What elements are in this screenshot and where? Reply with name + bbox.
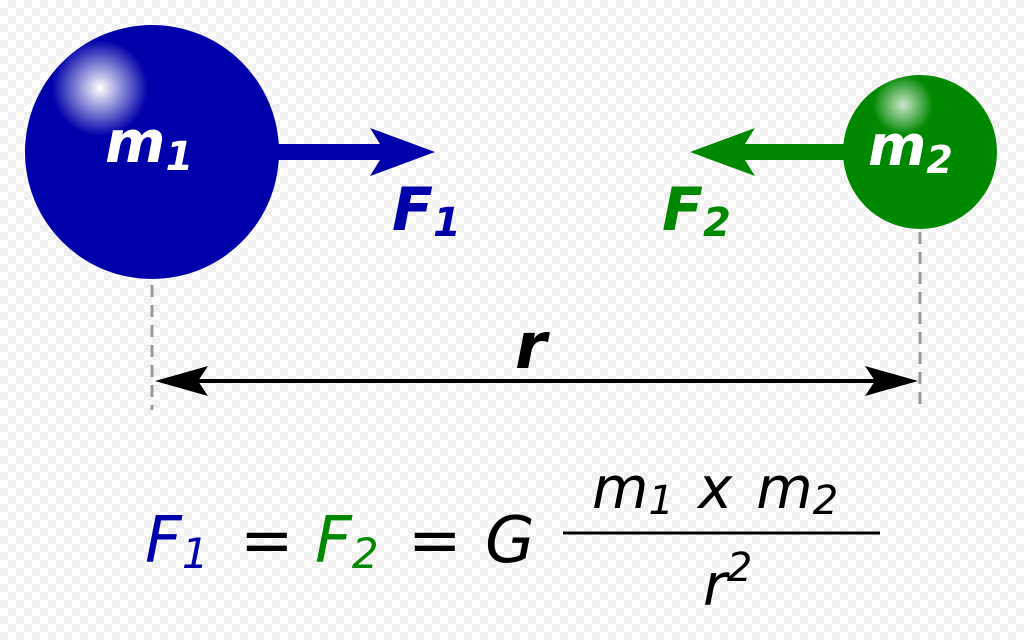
mass-1-subscript: 1 [165, 134, 193, 180]
distance-label: r [515, 310, 550, 384]
mass-1-sphere: m1 [25, 25, 279, 279]
svg-text:m1: m1 [105, 108, 193, 180]
formula-denominator: r2 [703, 545, 752, 619]
svg-text:=: = [240, 504, 294, 578]
distance-arrow [155, 366, 918, 396]
svg-text:m2: m2 [868, 114, 953, 182]
svg-text:F1: F1 [145, 504, 209, 578]
force-1-label: F1 [392, 175, 461, 246]
svg-text:=: = [408, 504, 462, 578]
mass-2-sphere: m2 [843, 75, 997, 229]
svg-text:F2: F2 [315, 504, 379, 578]
mass-2-label: m [868, 114, 926, 179]
svg-text:G: G [485, 504, 535, 578]
mass-2-subscript: 2 [926, 138, 952, 182]
force-2-label: F2 [662, 175, 731, 246]
mass-1-label: m [105, 108, 165, 176]
force-arrow-2 [690, 128, 850, 176]
force-arrow-1 [270, 128, 435, 176]
